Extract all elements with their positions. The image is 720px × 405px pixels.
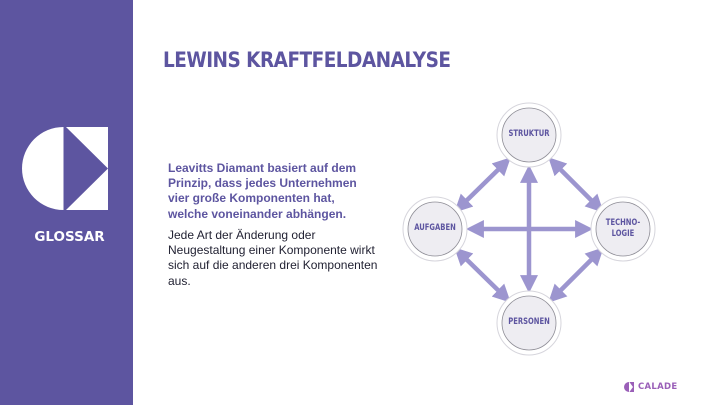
- body-paragraph: Jede Art der Änderung oder Neugestaltung…: [168, 228, 378, 288]
- leavitt-diamond-diagram: STRUKTUR AUFGABEN TECHNO- LOGIE PERSONEN: [390, 95, 670, 375]
- node-label-aufgaben: AUFGABEN: [414, 223, 456, 233]
- arrow-struktur-aufgaben: [454, 157, 511, 213]
- node-personen: [496, 290, 562, 356]
- node-technologie: [590, 196, 656, 262]
- node-label-struktur: STRUKTUR: [508, 129, 550, 139]
- brand-logo-icon: [22, 127, 108, 210]
- sidebar: GLOSSAR: [0, 0, 133, 405]
- node-struktur: [496, 102, 562, 168]
- arrow-technologie-personen: [548, 247, 604, 303]
- lead-paragraph: Leavitts Diamant basiert auf dem Prinzip…: [168, 161, 357, 221]
- node-label-technologie: TECHNO- LOGIE: [591, 218, 655, 240]
- footer-brand: CALADE: [624, 382, 677, 392]
- node-label-personen: PERSONEN: [508, 317, 550, 327]
- node-label-technologie-line1: TECHNO-: [605, 218, 641, 228]
- brand-name: CALADE: [638, 382, 678, 392]
- node-aufgaben: [402, 196, 468, 262]
- slide-title: LEWINS KRAFTFELDANALYSE: [163, 48, 451, 72]
- diagram-arrows: [402, 102, 656, 356]
- node-label-technologie-line2: LOGIE: [611, 229, 635, 239]
- section-label: GLOSSAR: [34, 229, 105, 245]
- arrow-struktur-technologie: [548, 157, 604, 213]
- arrow-aufgaben-personen: [454, 247, 511, 303]
- calade-logo-icon: [624, 382, 634, 392]
